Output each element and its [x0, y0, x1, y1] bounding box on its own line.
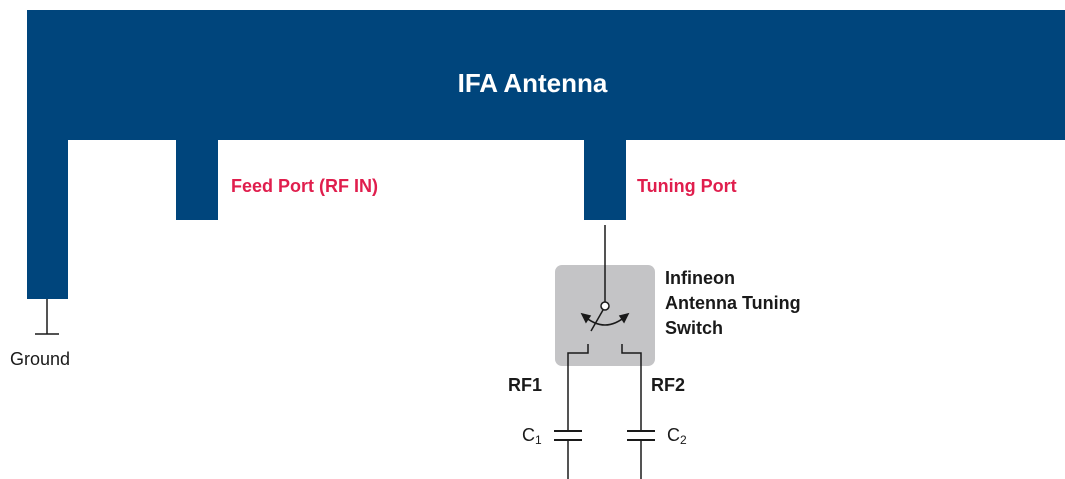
c2-subscript: 2 — [680, 433, 687, 447]
switch-symbol — [567, 265, 642, 366]
switch-label: Infineon Antenna Tuning Switch — [665, 266, 801, 341]
c1-subscript: 1 — [535, 433, 542, 447]
tuning-port-label: Tuning Port — [637, 176, 737, 196]
antenna-top-bar — [27, 10, 1065, 140]
switch-label-line-2: Antenna Tuning — [665, 293, 801, 313]
capacitor-c1 — [554, 430, 582, 441]
tuning-port-stub — [584, 138, 626, 220]
antenna-title: IFA Antenna — [457, 68, 608, 98]
rf2-label: RF2 — [651, 375, 686, 395]
c1-label: C1 — [522, 426, 542, 446]
ground-leg — [27, 10, 68, 299]
c2-label: C2 — [667, 426, 687, 446]
c1-symbol: C — [522, 425, 535, 445]
c2-symbol: C — [667, 425, 680, 445]
switch-label-line-1: Infineon — [665, 268, 735, 288]
switch-label-line-3: Switch — [665, 318, 724, 338]
switch-box — [555, 265, 655, 366]
ground-label: Ground — [10, 349, 71, 369]
feed-port-label: Feed Port (RF IN) — [231, 176, 378, 196]
feed-port-stub — [176, 138, 218, 220]
ground-symbol — [35, 299, 59, 335]
rf1-label: RF1 — [508, 375, 543, 395]
capacitor-c2 — [627, 430, 655, 441]
